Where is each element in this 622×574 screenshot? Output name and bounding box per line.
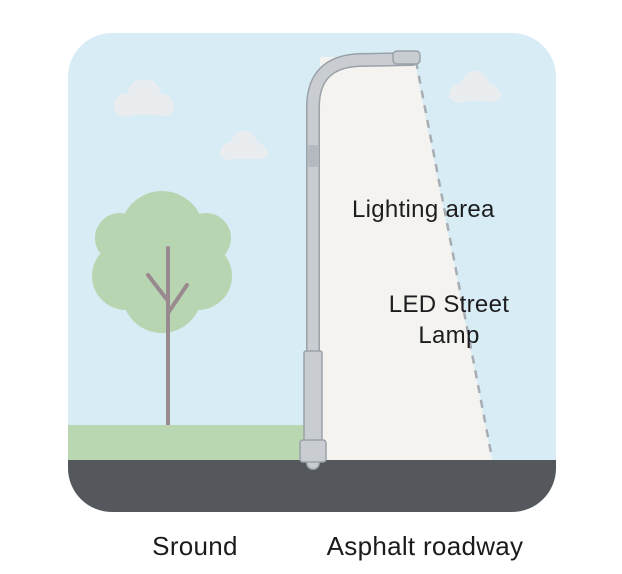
lamp-head — [392, 50, 421, 65]
light-beam — [320, 57, 492, 460]
cloud-icon — [449, 71, 501, 103]
street-lamp-scene: Lighting area LED Street Lamp — [68, 33, 556, 512]
cloud-icon — [114, 79, 174, 117]
led-street-lamp-label: LED Street Lamp — [364, 289, 534, 351]
scene-graphic — [68, 33, 556, 512]
ground-caption: Sround — [152, 531, 238, 561]
led-street-lamp-label-line1: LED Street — [388, 291, 510, 318]
pole-lower-section — [303, 350, 323, 444]
beam-dashed-line — [414, 60, 494, 459]
grass-strip — [68, 425, 318, 462]
street-lamp-icon — [299, 50, 421, 470]
led-street-lamp-label-line2: Lamp — [418, 322, 480, 349]
tree-trunk — [146, 246, 189, 429]
lighting-area-label: Lighting area — [352, 196, 495, 223]
pole-panel — [308, 145, 318, 167]
pole-base — [299, 439, 327, 463]
cloud-icon — [220, 131, 268, 160]
asphalt-roadway-caption: Asphalt roadway — [326, 531, 524, 561]
